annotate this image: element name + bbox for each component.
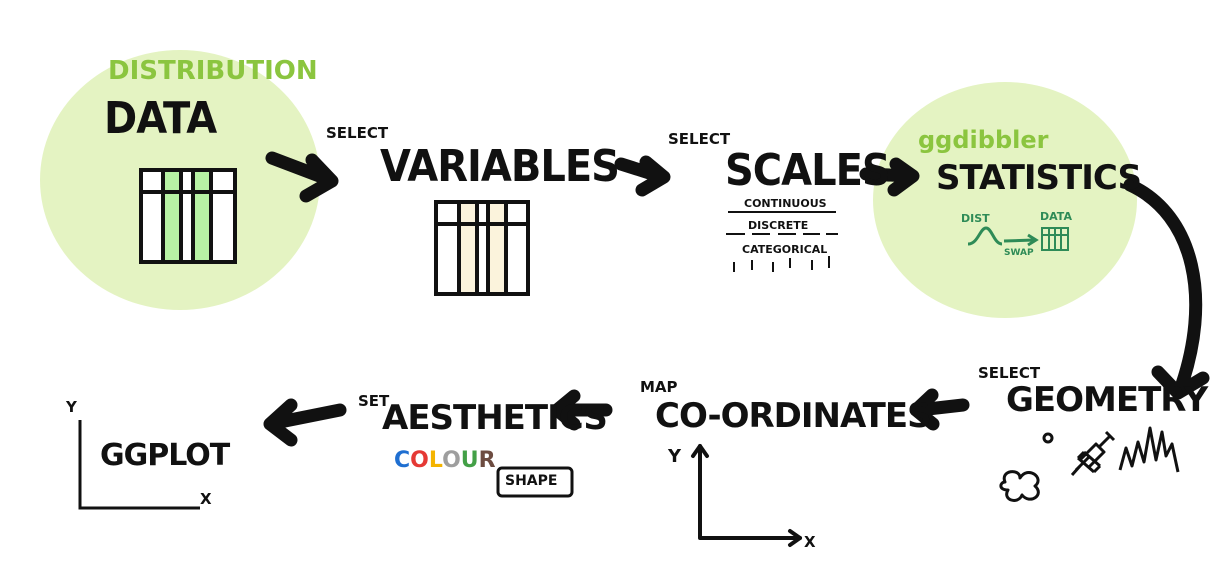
wiggle-line-icon — [1118, 426, 1180, 473]
colour-word: COLOUR — [394, 448, 496, 473]
variables-title: VARIABLES — [380, 142, 620, 192]
geometry-icons — [999, 426, 1180, 502]
data-small-label: DATA — [1040, 210, 1072, 223]
ggplot-title: GGPLOT — [100, 438, 230, 473]
data-title: DATA — [104, 94, 217, 144]
statistics-tag-label: ggdibbler — [918, 126, 1049, 154]
scales-line-icons — [726, 211, 838, 272]
variables-table-icon — [434, 200, 530, 296]
swap-arrow-icon — [1003, 233, 1039, 247]
distribution-curve-icon — [967, 226, 1003, 246]
ggplot-axes-icon — [78, 420, 200, 510]
statistics-title: STATISTICS — [936, 158, 1142, 198]
coordinates-axes-icon — [691, 444, 802, 547]
colour-letter-5: U — [460, 448, 479, 473]
aesthetics-verb-label: SET — [358, 392, 390, 410]
colour-letter-2: O — [410, 448, 429, 473]
arrow-data-to-variables — [265, 151, 339, 203]
colour-letter-6: R — [478, 448, 496, 473]
shape-box-icon — [496, 466, 574, 498]
blob-icon — [999, 470, 1040, 502]
aesthetics-title: AESTHETICS — [382, 398, 608, 438]
arrow-statistics-to-geometry — [1123, 178, 1210, 400]
scale-type-continuous: CONTINUOUS — [744, 197, 827, 210]
arrow-variables-to-scales — [614, 155, 671, 197]
point-icon — [1042, 432, 1054, 444]
ggplot-axis-x-label: X — [200, 490, 212, 508]
colour-letter-1: C — [394, 448, 411, 473]
scales-verb-label: SELECT — [668, 130, 731, 148]
scales-title: SCALES — [725, 146, 891, 196]
geometry-title: GEOMETRY — [1006, 380, 1208, 420]
data-mini-table-icon — [1041, 227, 1069, 251]
boxplot-icon — [1070, 430, 1116, 476]
ggplot-axis-y-label: Y — [66, 398, 77, 416]
colour-letter-4: O — [442, 448, 461, 473]
coordinates-axis-y-label: Y — [668, 446, 682, 467]
arrow-scales-to-statistics — [859, 157, 920, 197]
data-tag-label: DISTRIBUTION — [108, 56, 318, 86]
data-table-icon — [139, 168, 237, 264]
arrow-aesthetics-to-ggplot — [263, 398, 347, 447]
dist-label: DIST — [961, 212, 990, 225]
arrow-geometry-to-coordinates — [909, 388, 970, 431]
coordinates-verb-label: MAP — [640, 378, 678, 396]
arrow-coordinates-to-aesthetics — [550, 389, 613, 431]
swap-label: SWAP — [1004, 248, 1034, 258]
coordinates-title: CO-ORDINATES — [655, 396, 932, 436]
scale-type-categorical: CATEGORICAL — [742, 243, 828, 256]
colour-letter-3: L — [428, 448, 443, 473]
shape-label: SHAPE — [505, 473, 558, 489]
flow-arrows — [263, 151, 1210, 447]
coordinates-axis-x-label: X — [804, 533, 816, 551]
scale-type-discrete: DISCRETE — [748, 219, 809, 232]
geometry-verb-label: SELECT — [978, 364, 1041, 382]
statistics-highlight-halo — [873, 82, 1137, 318]
variables-verb-label: SELECT — [326, 124, 389, 142]
